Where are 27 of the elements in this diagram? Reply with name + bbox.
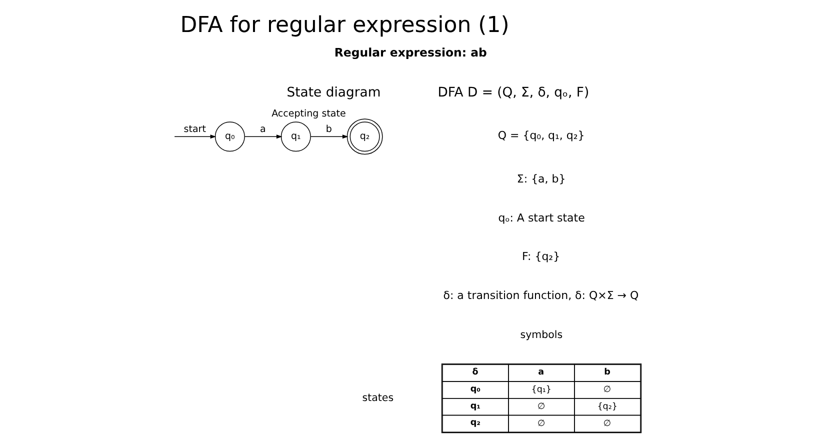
edge-label: a [260, 124, 266, 135]
label: q₀ [470, 384, 481, 394]
node-label: Accepting state [272, 108, 346, 120]
label: ∅ [537, 402, 546, 412]
label: q₁ [470, 401, 481, 412]
label: qₒ: A start state [498, 211, 585, 224]
label: F: {q₂} [522, 250, 560, 264]
edge-label: start [184, 124, 206, 135]
label: symbols [520, 329, 563, 342]
label: {q₂} [597, 402, 618, 412]
label: {q₁} [531, 385, 552, 396]
label: ∅ [537, 418, 546, 429]
label: a [538, 368, 544, 378]
label: Q = {q₀, q₁, q₂} [498, 129, 585, 142]
label: Regular expression: ab [334, 46, 487, 60]
label: states [362, 392, 394, 404]
label: State diagram [286, 86, 381, 101]
label: Σ: {a, b} [516, 172, 566, 186]
label: b [604, 368, 610, 378]
edge-label: b [326, 124, 332, 135]
label: DFA D = (Q, Σ, δ, qₒ, F) [438, 86, 590, 101]
label: q₂ [470, 418, 481, 428]
label: ∅ [603, 418, 612, 429]
diagram-title: DFA for regular expression (1) [180, 12, 510, 38]
label: ∅ [603, 385, 612, 396]
label: δ: a transition function, δ: Q×Σ → Q [443, 289, 639, 302]
label: δ [472, 368, 478, 378]
